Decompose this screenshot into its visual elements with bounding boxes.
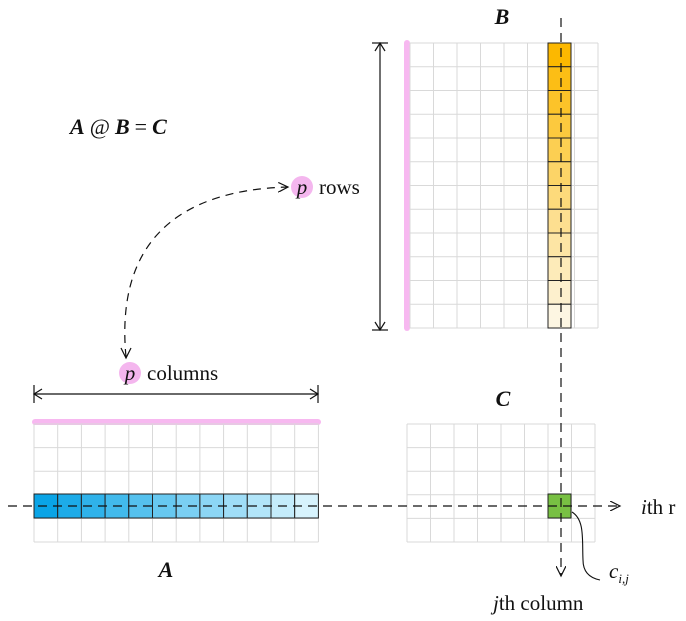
ith-symbol: i	[641, 495, 647, 519]
b-column-cell	[547, 232, 572, 258]
equation-at: @	[90, 114, 110, 139]
p-link-arrowhead-down	[120, 347, 132, 360]
cij-leader-line	[571, 511, 601, 581]
p-rows-word: rows	[319, 175, 360, 199]
b-column-cell	[547, 280, 572, 305]
equation-equals: =	[135, 114, 147, 139]
p-rows-symbol: p	[295, 175, 308, 199]
p-link-curved-arrow	[124, 187, 288, 358]
b-column-cell	[547, 137, 572, 163]
b-column-cell	[547, 185, 572, 210]
equation-b: B	[114, 114, 130, 139]
matrix-a-title: A	[157, 557, 174, 582]
equation: A@B=C	[68, 114, 167, 139]
ith-row-label: ith r	[641, 495, 675, 519]
matrix-b-title: B	[494, 4, 510, 29]
p-columns-circle	[119, 362, 141, 384]
equation-a: A	[68, 114, 85, 139]
b-column-cell	[547, 42, 572, 68]
matrix-c-grid	[406, 423, 596, 543]
jth-column-label: jth column	[490, 591, 584, 615]
jth-symbol: j	[490, 591, 499, 615]
ith-word: th r	[647, 495, 676, 519]
matrix-c-title: C	[496, 386, 511, 411]
b-column-cell	[547, 208, 572, 234]
b-column-cell	[547, 161, 572, 186]
p-columns-word: columns	[147, 361, 218, 385]
b-column-cell	[547, 66, 572, 91]
p-columns-symbol: p	[123, 361, 136, 385]
b-column-cell	[547, 256, 572, 281]
jth-word: th column	[499, 591, 584, 615]
matrix-a-grid	[33, 423, 319, 543]
cij-subscript: i,j	[618, 571, 629, 586]
b-jth-column	[547, 42, 572, 329]
a-columns-dimension	[32, 385, 320, 403]
b-rows-dimension	[372, 41, 388, 332]
p-rows-circle	[291, 176, 313, 198]
b-column-cell	[547, 113, 572, 139]
b-column-cell	[547, 303, 572, 329]
b-column-cell	[547, 90, 572, 115]
equation-c: C	[152, 114, 167, 139]
cij-label: ci,j	[609, 559, 629, 586]
cij-symbol: c	[609, 559, 619, 583]
